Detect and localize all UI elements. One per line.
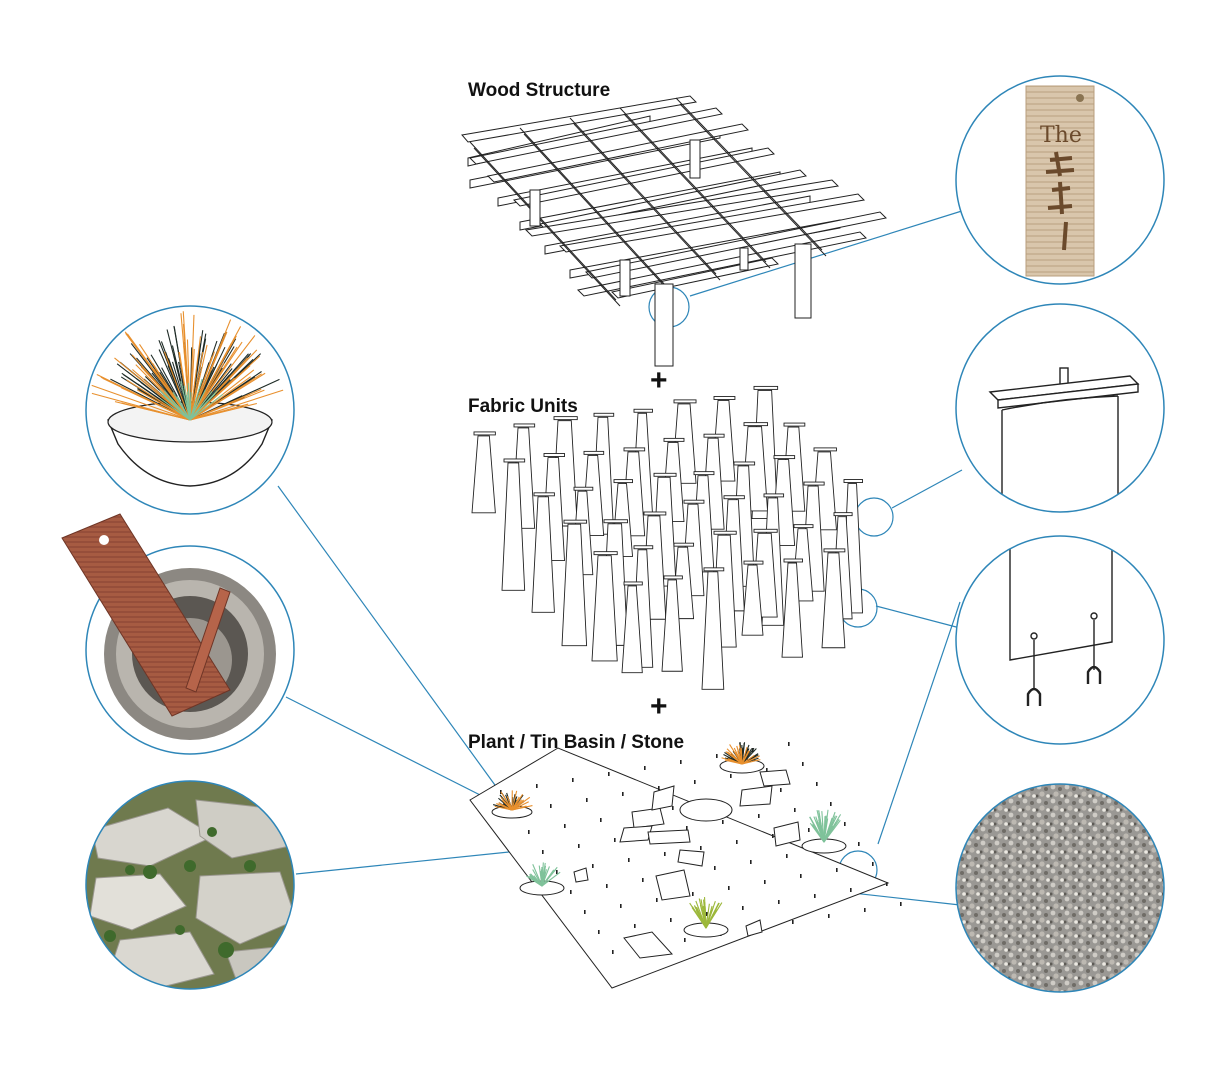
wood-sign-icon [1026, 86, 1094, 276]
layer-title-plant-basin-stone: Plant / Tin Basin / Stone [468, 732, 684, 754]
layer-title-fabric-units: Fabric Units [468, 396, 578, 418]
ground-basin-orange [720, 742, 764, 773]
detail-circle-stone [86, 781, 296, 990]
callout-marker-hanger [855, 498, 893, 536]
plus-sign-2: + [650, 692, 668, 722]
detail-circle-hook [956, 530, 1164, 744]
callout-line-hook [876, 606, 960, 628]
detail-circle-hanger [956, 304, 1164, 520]
fabric-units-drawing [472, 386, 863, 689]
callout-line-basin [286, 697, 490, 800]
ground-plane-drawing [470, 742, 902, 988]
detail-circle-washboard [62, 514, 294, 754]
callout-line-hanger [892, 470, 962, 508]
fabric-unit [472, 432, 495, 513]
detail-circle-grass-basin [86, 306, 294, 514]
detail-circle-gravel [956, 784, 1164, 992]
callout-line-grass [278, 486, 500, 792]
callout-line-stone-hook [878, 602, 960, 844]
wood-structure-drawing [462, 96, 886, 366]
detail-circle-wood-sign: The [956, 76, 1164, 284]
layer-title-wood-structure: Wood Structure [468, 80, 610, 102]
sign-board-text: The [1040, 123, 1082, 148]
gravel-icon [956, 784, 1164, 992]
plus-sign-1: + [650, 366, 668, 396]
